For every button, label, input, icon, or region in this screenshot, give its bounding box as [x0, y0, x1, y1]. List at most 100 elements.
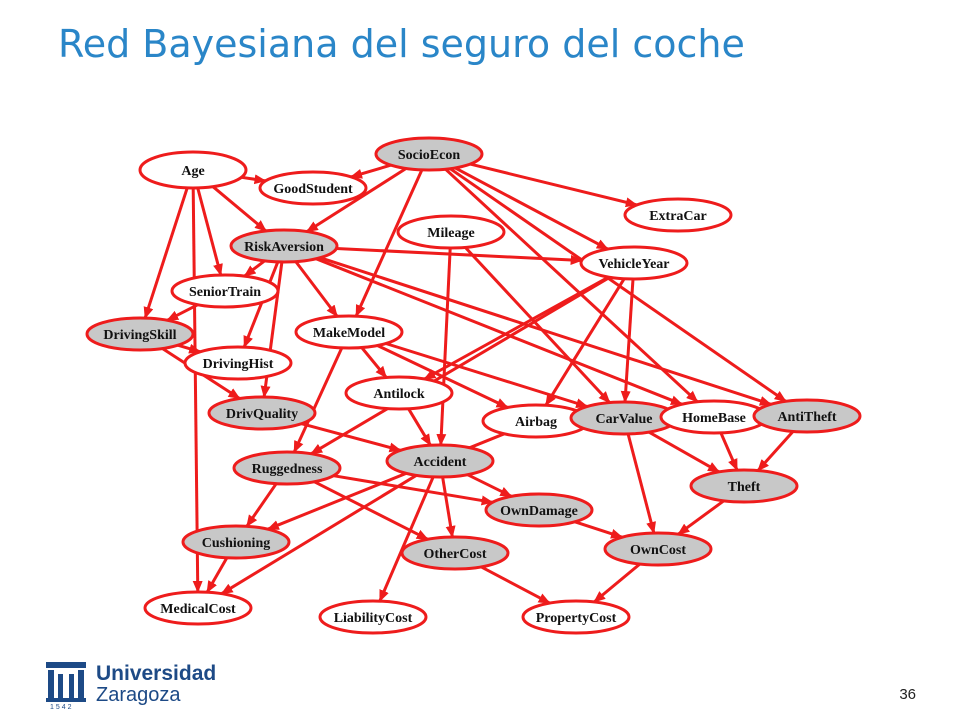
- node-ellipse: [752, 398, 862, 434]
- node-label: Ruggedness: [252, 462, 323, 477]
- node-Mileage: Mileage: [396, 214, 506, 250]
- node-label: Accident: [414, 455, 467, 470]
- logo-university-name: Universidad: [96, 662, 217, 685]
- edge-MakeModel-to-CarValue: [385, 342, 589, 408]
- node-label: PropertyCost: [536, 611, 617, 626]
- node-Age: Age: [138, 150, 248, 190]
- edge-Mileage-to-CarValue: [464, 246, 611, 404]
- node-DrivingHist: DrivingHist: [183, 345, 293, 381]
- node-VehicleYear: VehicleYear: [579, 245, 689, 281]
- edge-Age-to-RiskAversion: [212, 185, 267, 233]
- edge-Antilock-to-Accident: [407, 407, 432, 447]
- edge-RiskAversion-to-MakeModel: [294, 260, 339, 318]
- node-DrivingSkill: DrivingSkill: [85, 316, 195, 352]
- node-ellipse: [579, 245, 689, 281]
- edge-Age-to-GoodStudent: [241, 174, 267, 185]
- node-ellipse: [138, 150, 248, 190]
- node-GoodStudent: GoodStudent: [258, 170, 368, 206]
- node-label: DrivQuality: [226, 407, 298, 422]
- node-ellipse: [232, 450, 342, 486]
- edge-HomeBase-to-Theft: [719, 432, 739, 472]
- node-label: HomeBase: [682, 411, 746, 426]
- edge-Age-to-MedicalCost: [191, 187, 203, 593]
- node-label: MakeModel: [313, 326, 385, 341]
- edge-Cushioning-to-MedicalCost: [205, 557, 229, 594]
- node-label: SocioEcon: [398, 148, 460, 163]
- edge-SeniorTrain-to-DrivingSkill: [166, 303, 199, 322]
- node-label: MedicalCost: [160, 602, 236, 617]
- node-label: ExtraCar: [649, 209, 707, 224]
- node-ellipse: [484, 492, 594, 528]
- logo-year: 1542: [50, 704, 74, 711]
- slide-title: Red Bayesiana del seguro del coche: [58, 22, 745, 66]
- node-label: OwnDamage: [500, 504, 578, 519]
- node-DrivQuality: DrivQuality: [207, 395, 317, 431]
- edge-SocioEcon-to-AntiTheft: [449, 167, 787, 403]
- edge-VehicleYear-to-Airbag: [544, 277, 626, 407]
- node-LiabilityCost: LiabilityCost: [318, 599, 428, 635]
- node-ellipse: [623, 197, 733, 233]
- edge-SocioEcon-to-MakeModel: [354, 169, 424, 318]
- edge-VehicleYear-to-CarValue: [620, 278, 635, 403]
- edge-Accident-to-LiabilityCost: [378, 476, 435, 603]
- node-ellipse: [344, 375, 454, 411]
- edge-OwnCost-to-PropertyCost: [593, 562, 641, 604]
- node-label: LiabilityCost: [334, 611, 413, 626]
- node-label: Cushioning: [202, 536, 270, 551]
- university-logo: Universidad Zaragoza 1542: [44, 660, 234, 718]
- edge-Theft-to-OwnCost: [677, 499, 725, 536]
- node-OwnCost: OwnCost: [603, 531, 713, 567]
- node-label: Age: [181, 164, 204, 179]
- edge-MakeModel-to-Antilock: [360, 346, 388, 379]
- edge-CarValue-to-Theft: [648, 430, 720, 474]
- node-OwnDamage: OwnDamage: [484, 492, 594, 528]
- node-ellipse: [400, 535, 510, 571]
- edge-OtherCost-to-PropertyCost: [480, 565, 551, 605]
- node-RiskAversion: RiskAversion: [229, 228, 339, 264]
- node-label: CarValue: [595, 412, 652, 427]
- edge-CarValue-to-OwnCost: [626, 433, 656, 534]
- node-ellipse: [229, 228, 339, 264]
- node-label: VehicleYear: [598, 257, 669, 272]
- edge-RiskAversion-to-AntiTheft: [319, 256, 772, 406]
- node-Theft: Theft: [689, 468, 799, 504]
- node-ellipse: [181, 524, 291, 560]
- edge-Accident-to-OtherCost: [441, 476, 456, 538]
- edge-RiskAversion-to-SeniorTrain: [243, 259, 266, 278]
- node-Ruggedness: Ruggedness: [232, 450, 342, 486]
- node-label: SeniorTrain: [189, 285, 261, 300]
- node-SeniorTrain: SeniorTrain: [170, 273, 280, 309]
- node-AntiTheft: AntiTheft: [752, 398, 862, 434]
- edge-DrivingSkill-to-DrivingHist: [177, 343, 202, 354]
- edge-SocioEcon-to-GoodStudent: [350, 163, 392, 179]
- edge-Ruggedness-to-Cushioning: [245, 482, 278, 528]
- university-crest-icon: [46, 662, 86, 702]
- edge-Mileage-to-Accident: [436, 247, 452, 446]
- edge-RiskAversion-to-DrivingHist: [242, 261, 280, 349]
- edge-Accident-to-MedicalCost: [220, 474, 418, 595]
- edge-SocioEcon-to-HomeBase: [444, 168, 699, 403]
- node-ellipse: [521, 599, 631, 635]
- node-MedicalCost: MedicalCost: [143, 590, 253, 626]
- node-label: OwnCost: [630, 543, 686, 558]
- node-label: Antilock: [373, 387, 425, 402]
- node-SocioEcon: SocioEcon: [374, 136, 484, 172]
- node-Antilock: Antilock: [344, 375, 454, 411]
- edge-Ruggedness-to-OtherCost: [313, 480, 429, 541]
- edge-RiskAversion-to-VehicleYear: [336, 247, 583, 265]
- edge-SocioEcon-to-RiskAversion: [305, 167, 408, 233]
- node-label: Airbag: [515, 415, 557, 430]
- edge-layer: [143, 162, 795, 605]
- node-ellipse: [689, 468, 799, 504]
- node-ellipse: [294, 314, 404, 350]
- edge-Age-to-DrivingSkill: [143, 187, 189, 320]
- node-label: GoodStudent: [273, 182, 353, 197]
- node-PropertyCost: PropertyCost: [521, 599, 631, 635]
- edge-Ruggedness-to-OwnDamage: [333, 474, 494, 506]
- page-number: 36: [899, 686, 916, 703]
- node-ellipse: [374, 136, 484, 172]
- node-Cushioning: Cushioning: [181, 524, 291, 560]
- logo-city-name: Zaragoza: [96, 684, 181, 706]
- node-label: Mileage: [427, 226, 474, 241]
